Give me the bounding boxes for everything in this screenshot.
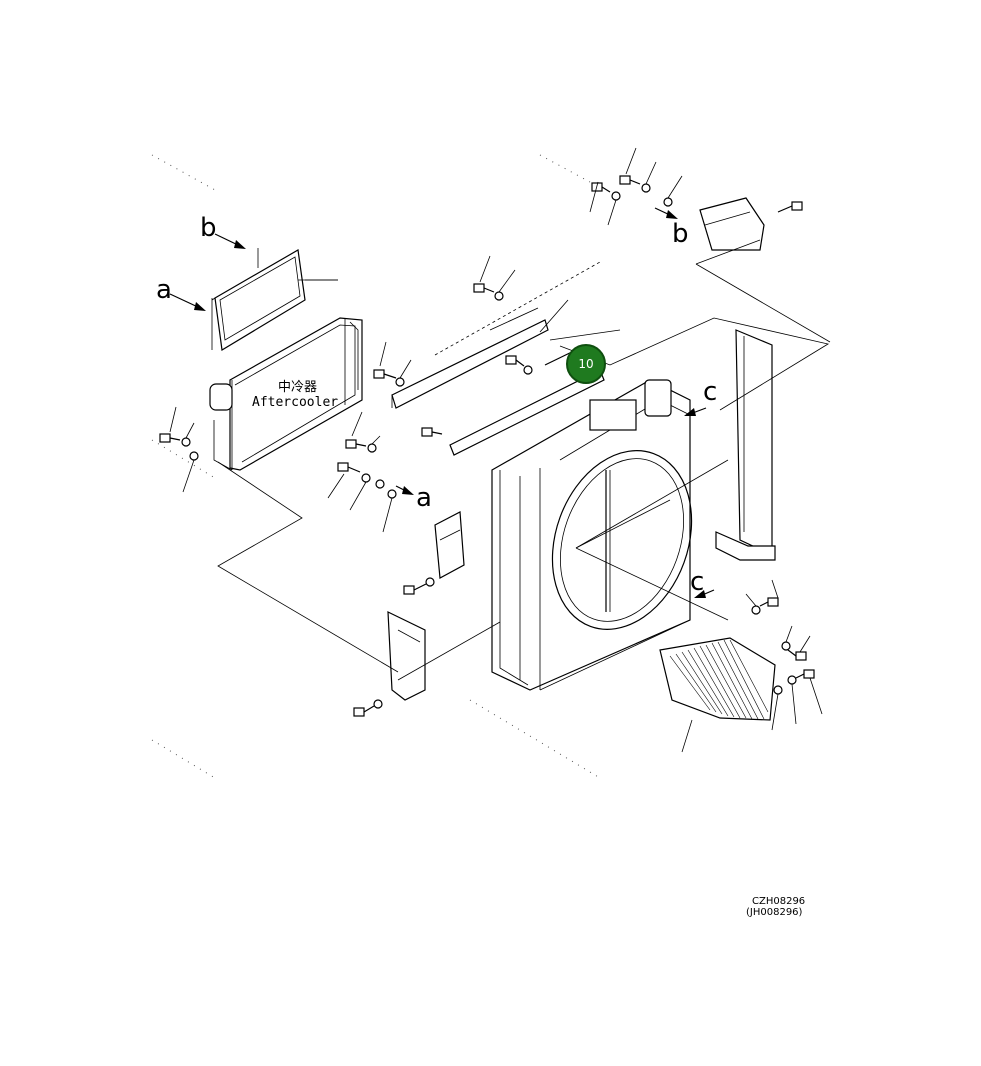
ref-letter-b-left: b xyxy=(200,213,217,243)
washer xyxy=(367,443,377,453)
bolt xyxy=(777,201,803,213)
aftercooler-core-plate xyxy=(211,248,338,351)
washer xyxy=(641,183,651,193)
bolt xyxy=(403,583,427,595)
bolt xyxy=(759,597,779,607)
drawing-code-alt: (JH008296) xyxy=(746,907,803,918)
washer xyxy=(373,699,383,709)
fasteners xyxy=(159,175,815,717)
washer xyxy=(773,685,783,695)
washer xyxy=(189,451,199,461)
washer xyxy=(494,291,504,301)
ref-letter-c-lower: c xyxy=(690,567,704,597)
aftercooler-body xyxy=(209,317,363,471)
leader-lines xyxy=(169,147,823,753)
washer xyxy=(425,577,435,587)
ref-letter-a-bracket: a xyxy=(416,483,432,513)
washer xyxy=(663,197,673,207)
bolt xyxy=(473,283,495,293)
ref-letter-b-top: b xyxy=(672,219,689,249)
washer xyxy=(387,489,397,499)
bolt xyxy=(353,705,375,717)
bolt xyxy=(421,427,443,437)
bolt xyxy=(159,433,181,443)
bolt xyxy=(505,355,525,367)
washer xyxy=(751,605,761,615)
reference-arrows xyxy=(169,207,715,598)
upper-stay-brace xyxy=(391,261,605,456)
part-callout[interactable]: 10 xyxy=(566,344,606,384)
bolt xyxy=(619,175,641,185)
ref-letter-c-upper: c xyxy=(703,377,717,407)
drawing-code: CZH08296 xyxy=(752,896,805,907)
upper-right-bracket xyxy=(699,197,765,251)
washer xyxy=(375,479,385,489)
bolt xyxy=(345,439,367,449)
washer xyxy=(395,377,405,387)
washer xyxy=(523,365,533,375)
washer xyxy=(781,641,791,651)
washer xyxy=(361,473,371,483)
callout-circle[interactable] xyxy=(566,344,606,384)
bolt xyxy=(591,182,611,193)
bolt xyxy=(337,462,361,473)
washer xyxy=(181,437,191,447)
fan-guard-grille xyxy=(659,637,776,721)
aftercooler-label-en: Aftercooler xyxy=(252,395,338,410)
radiator-frame xyxy=(491,379,693,691)
lower-support-bracket xyxy=(387,611,426,701)
washer xyxy=(611,191,621,201)
bolt xyxy=(795,669,815,679)
construction-dots xyxy=(151,154,601,779)
right-side-bracket xyxy=(715,329,776,561)
ref-letter-a-left: a xyxy=(156,275,172,305)
aftercooler-label-cn: 中冷器 xyxy=(278,380,317,395)
callout-number: 10 xyxy=(578,357,593,371)
washer xyxy=(787,675,797,685)
bolt xyxy=(373,369,397,379)
left-mount-bracket xyxy=(434,511,465,579)
bolt xyxy=(787,649,807,661)
